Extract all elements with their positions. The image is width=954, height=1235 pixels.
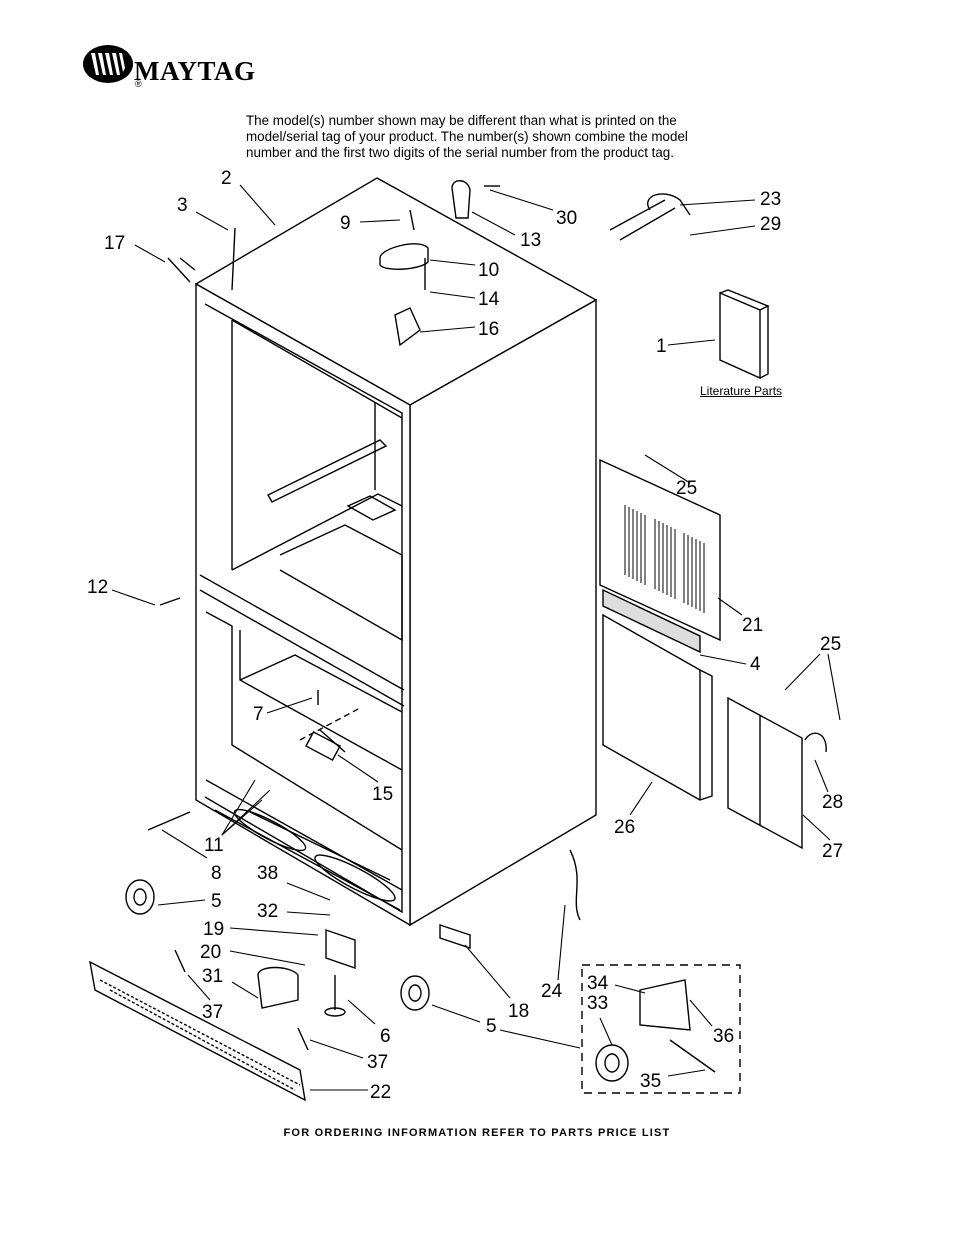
rear-panel bbox=[602, 613, 713, 801]
roller-wheel bbox=[125, 879, 629, 1082]
toe-grille bbox=[89, 960, 306, 1102]
callout-label: 36 bbox=[713, 1026, 734, 1047]
callout-label: 18 bbox=[508, 1001, 529, 1022]
callout-label: 12 bbox=[87, 577, 108, 598]
leader-lines bbox=[111, 184, 841, 1091]
caster-kit-box bbox=[581, 964, 741, 1094]
callout-label: 19 bbox=[203, 919, 224, 940]
hardware-parts bbox=[147, 180, 827, 1073]
mounting-plate bbox=[727, 696, 803, 850]
callout-label: 6 bbox=[380, 1026, 391, 1047]
maytag-logo: MAYTAG ® bbox=[82, 44, 262, 96]
callout-label: 33 bbox=[587, 993, 608, 1014]
callout-numbers: 2 3 17 9 30 13 23 29 10 14 16 1 25 12 21… bbox=[87, 168, 843, 1103]
callout-label: 22 bbox=[370, 1082, 391, 1103]
disclaimer-text: The model(s) number shown may be differe… bbox=[246, 113, 746, 161]
callout-label: 5 bbox=[486, 1016, 497, 1037]
callout-label: 15 bbox=[372, 784, 393, 805]
refrigerator-cabinet bbox=[194, 177, 598, 927]
machine-compartment-cover bbox=[599, 458, 721, 642]
callout-label: 31 bbox=[202, 966, 223, 987]
callout-label: 27 bbox=[822, 841, 843, 862]
registered-mark: ® bbox=[135, 79, 142, 89]
callout-label: 17 bbox=[104, 233, 125, 254]
callout-label: 26 bbox=[614, 817, 635, 838]
callout-label: 7 bbox=[253, 704, 264, 725]
footer-ordering-note: FOR ORDERING INFORMATION REFER TO PARTS … bbox=[283, 1127, 671, 1139]
callout-label: 30 bbox=[556, 208, 577, 229]
brand-name: MAYTAG bbox=[134, 56, 256, 86]
callout-label: 5 bbox=[211, 891, 222, 912]
callout-label: 2 bbox=[221, 168, 232, 189]
callout-label: 34 bbox=[587, 973, 609, 994]
callout-label: 21 bbox=[742, 615, 763, 636]
callout-label: 38 bbox=[257, 863, 278, 884]
callout-label: 9 bbox=[340, 213, 351, 234]
literature-book bbox=[719, 289, 770, 380]
callout-label: 10 bbox=[478, 260, 499, 281]
literature-parts-label: Literature Parts bbox=[700, 384, 783, 398]
callout-label: 14 bbox=[478, 289, 500, 310]
callout-label: 25 bbox=[676, 478, 697, 499]
callout-label: 25 bbox=[820, 634, 841, 655]
callout-label: 1 bbox=[656, 336, 667, 357]
callout-label: 3 bbox=[177, 195, 188, 216]
trim-strip bbox=[602, 588, 701, 654]
callout-label: 20 bbox=[200, 942, 221, 963]
callout-label: 37 bbox=[367, 1052, 388, 1073]
callout-label: 11 bbox=[204, 835, 224, 856]
callout-label: 32 bbox=[257, 901, 278, 922]
callout-label: 37 bbox=[202, 1002, 223, 1023]
callout-label: 8 bbox=[211, 863, 222, 884]
callout-label: 23 bbox=[760, 189, 781, 210]
callout-label: 4 bbox=[750, 654, 761, 675]
callout-label: 28 bbox=[822, 792, 843, 813]
maytag-emblem-icon bbox=[83, 45, 133, 83]
disclaimer-line: model/serial tag of your product. The nu… bbox=[246, 129, 688, 144]
callout-label: 24 bbox=[541, 981, 563, 1002]
callout-label: 13 bbox=[520, 230, 541, 251]
callout-label: 35 bbox=[640, 1071, 661, 1092]
callout-label: 29 bbox=[760, 214, 781, 235]
callout-label: 16 bbox=[478, 319, 499, 340]
disclaimer-line: number and the first two digits of the s… bbox=[246, 145, 674, 160]
disclaimer-line: The model(s) number shown may be differe… bbox=[246, 113, 677, 128]
